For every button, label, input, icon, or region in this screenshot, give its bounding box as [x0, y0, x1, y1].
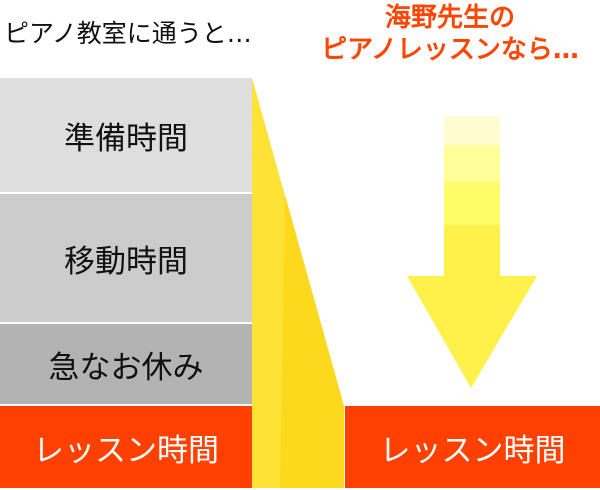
down-arrow-icon: [407, 116, 537, 388]
heading-right-line1: 海野先生の: [384, 3, 515, 33]
result-lesson-time: レッスン時間: [345, 406, 600, 488]
heading-piano-school: ピアノ教室に通うと…: [4, 19, 252, 48]
block-lesson-time: レッスン時間: [0, 406, 252, 488]
block-travel-time: 移動時間: [0, 194, 252, 322]
block-preparation-time: 準備時間: [0, 78, 252, 192]
heading-right-line2: ピアノレッスンなら…: [321, 35, 579, 65]
heading-umino-lesson: 海野先生の ピアノレッスンなら…: [300, 2, 600, 66]
funnel-icon: [252, 78, 344, 488]
block-sudden-absence: 急なお休み: [0, 324, 252, 404]
